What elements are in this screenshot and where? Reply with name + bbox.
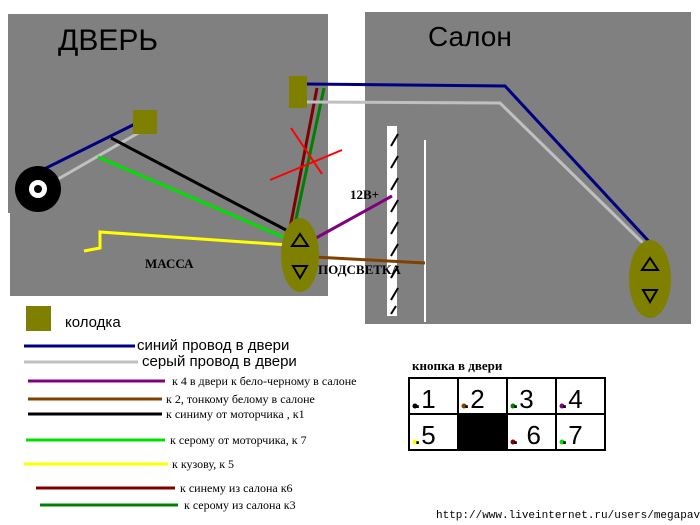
legend-text-6: к серому от моторчика, к 7 — [170, 433, 307, 447]
legend-text-4: к 2, тонкому белому в салоне — [166, 392, 315, 406]
pin-label-7: . 6 — [512, 420, 541, 450]
legend-connector-swatch — [26, 306, 51, 331]
legend-text-5: к синиму от моторчика , к1 — [166, 407, 305, 421]
pin-label-1: .1 — [414, 384, 436, 414]
pin-cell-5 — [408, 413, 459, 451]
cabin-button-up-arrow-icon — [640, 256, 660, 271]
pin-cell-2 — [457, 377, 508, 415]
motor-circle-center — [34, 185, 42, 193]
wire-ground-yellow — [83, 230, 289, 253]
connector-door-left — [133, 110, 157, 134]
door-panel-title: ДВЕРЬ — [58, 24, 158, 57]
window-frame-hatching — [390, 133, 399, 315]
pin-dot-7 — [510, 439, 516, 445]
pin-cell-3 — [506, 377, 557, 415]
pin-dot-2 — [461, 403, 467, 409]
legend-text-8: к синему из салона к6 — [180, 481, 293, 495]
door-button-down-arrow-icon — [291, 265, 309, 280]
wire-motor-black — [110, 136, 287, 232]
connector-door-top — [289, 76, 307, 108]
backlight-label: ПОДСВЕТКА — [318, 262, 401, 277]
pin-label-4: .4 — [561, 384, 583, 414]
pin-dot-3 — [510, 403, 516, 409]
pin-dot-5 — [412, 439, 418, 445]
wire-cabin-darkred — [288, 87, 319, 229]
wire-cabin-blue — [305, 82, 657, 250]
pin-dot-1 — [412, 403, 418, 409]
legend-text-3: к 4 в двери к бело-черному в салоне — [172, 374, 357, 388]
pin-cell-8 — [555, 413, 606, 451]
legend-connector-label: колодка — [65, 314, 121, 331]
pin-label-5: .5 — [414, 420, 436, 450]
pin-label-2: .2 — [463, 384, 485, 414]
door-panel — [8, 14, 328, 296]
legend-text-1: синий провод в двери — [137, 337, 289, 354]
footer-url: http://www.liveinternet.ru/users/megapav… — [436, 510, 700, 522]
pinout-title: кнопка в двери — [412, 358, 503, 373]
wire-brown-backlight — [313, 255, 426, 265]
window-frame-bar — [387, 126, 397, 316]
cabin-button — [629, 240, 671, 318]
cabin-panel-title: Салон — [428, 21, 512, 52]
wire-door-gray — [45, 130, 141, 188]
pin-cell-7 — [506, 413, 557, 451]
pin-cell-blank — [457, 413, 508, 451]
pin-label-3: .3 — [512, 384, 534, 414]
pin-dot-4 — [559, 403, 565, 409]
pin-label-8: .7 — [561, 420, 583, 450]
cabin-button-down-arrow-icon — [641, 289, 659, 304]
wire-cabin-gray — [305, 100, 650, 250]
legend-text-9: к серому из салона к3 — [184, 498, 296, 512]
door-button — [281, 218, 319, 292]
pinout: кнопка в двери .1 .2 .3 .4 .5 . 6 .7 — [408, 358, 606, 451]
pin-cell-4 — [555, 377, 606, 415]
power-label: 12В+ — [350, 187, 379, 202]
legend-text-7: к кузову, к 5 — [172, 457, 234, 471]
red-cross-mark — [269, 127, 343, 181]
wire-purple-12v — [315, 194, 393, 240]
wire-motor-green — [97, 155, 291, 242]
pin-dot-8 — [559, 439, 565, 445]
door-button-up-arrow-icon — [290, 232, 310, 247]
ground-label: МАССА — [145, 256, 194, 271]
door-panel-notch — [0, 213, 10, 303]
wire-cabin-darkgreen — [291, 87, 326, 234]
legend-text-2: серый провод в двери — [142, 353, 297, 370]
